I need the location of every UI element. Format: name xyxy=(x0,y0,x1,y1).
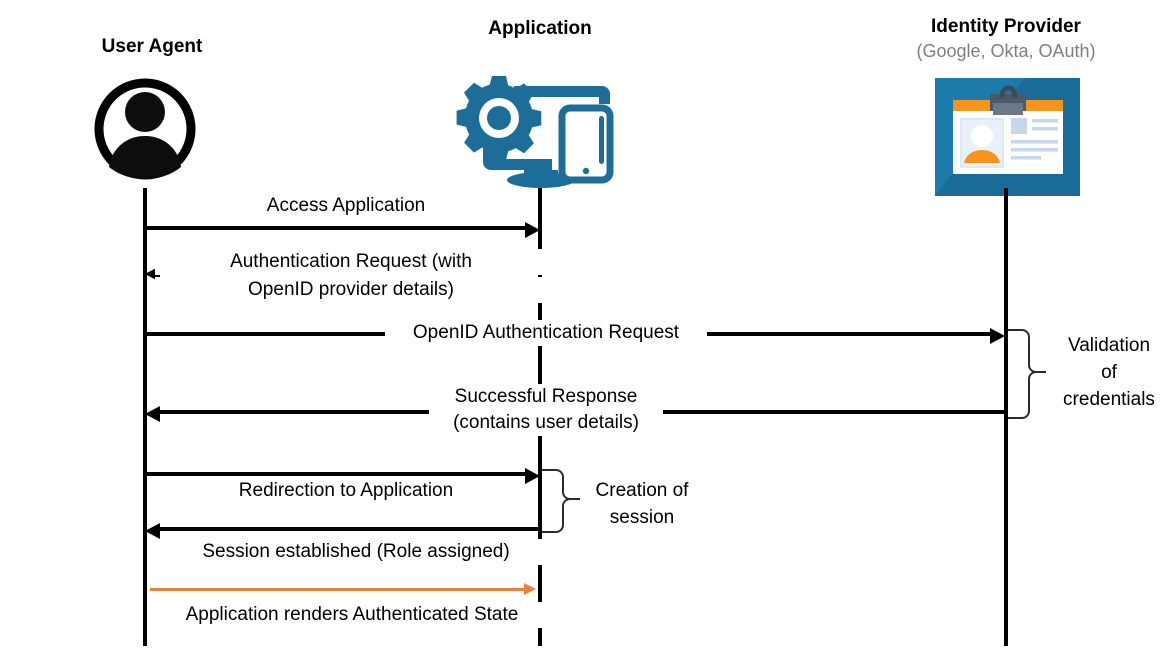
id-badge-icon xyxy=(935,78,1080,196)
message-label-redirection-to-application: Redirection to Application xyxy=(180,478,512,504)
message-label-application-renders-authenticated-state: Application renders Authenticated State xyxy=(150,602,554,628)
message-line-session-established xyxy=(160,527,540,531)
arrowhead-access-application xyxy=(525,222,540,238)
person-avatar-icon xyxy=(94,74,196,184)
message-line-access-application xyxy=(145,226,525,230)
participant-title-application: Application xyxy=(488,18,592,39)
note-validation-credentials-line1: Validation xyxy=(1067,335,1151,356)
message-label-authentication-request-line2: OpenID provider details) xyxy=(155,277,547,303)
curly-brace-validation-icon xyxy=(1006,328,1046,420)
message-label-successful-response-line2: (contains user details) xyxy=(429,410,663,436)
message-label-openid-authentication-request: OpenID Authentication Request xyxy=(385,320,707,346)
note-creation-session-line1: Creation of xyxy=(595,480,689,501)
participant-title-identity-provider: Identity Provider xyxy=(931,16,1081,37)
curly-brace-creation-session-icon xyxy=(540,468,580,534)
note-creation-session-line2: session xyxy=(609,507,675,528)
message-line-redirection-to-application xyxy=(145,472,525,476)
participant-title-user-agent: User Agent xyxy=(101,36,203,57)
message-label-session-established: Session established (Role assigned) xyxy=(160,539,552,565)
arrowhead-redirection-to-application xyxy=(525,468,540,484)
message-label-authentication-request-line1: Authentication Request (with xyxy=(155,249,547,275)
participant-subtitle-identity-provider: (Google, Okta, OAuth) xyxy=(916,41,1096,61)
message-line-application-renders-authenticated-state xyxy=(150,588,524,591)
message-label-successful-response-line1: Successful Response xyxy=(435,384,657,410)
note-validation-credentials-line2: of xyxy=(1101,362,1117,383)
gear-monitor-mobile-icon xyxy=(452,68,632,188)
arrowhead-successful-response xyxy=(145,406,160,422)
message-label-access-application: Access Application xyxy=(190,193,502,219)
arrowhead-session-established xyxy=(145,523,160,539)
lifeline-identity-provider xyxy=(1004,188,1008,646)
note-validation-credentials-line3: credentials xyxy=(1063,389,1155,410)
arrowhead-openid-authentication-request xyxy=(990,328,1005,344)
arrowhead-application-renders-authenticated-state xyxy=(524,583,536,595)
